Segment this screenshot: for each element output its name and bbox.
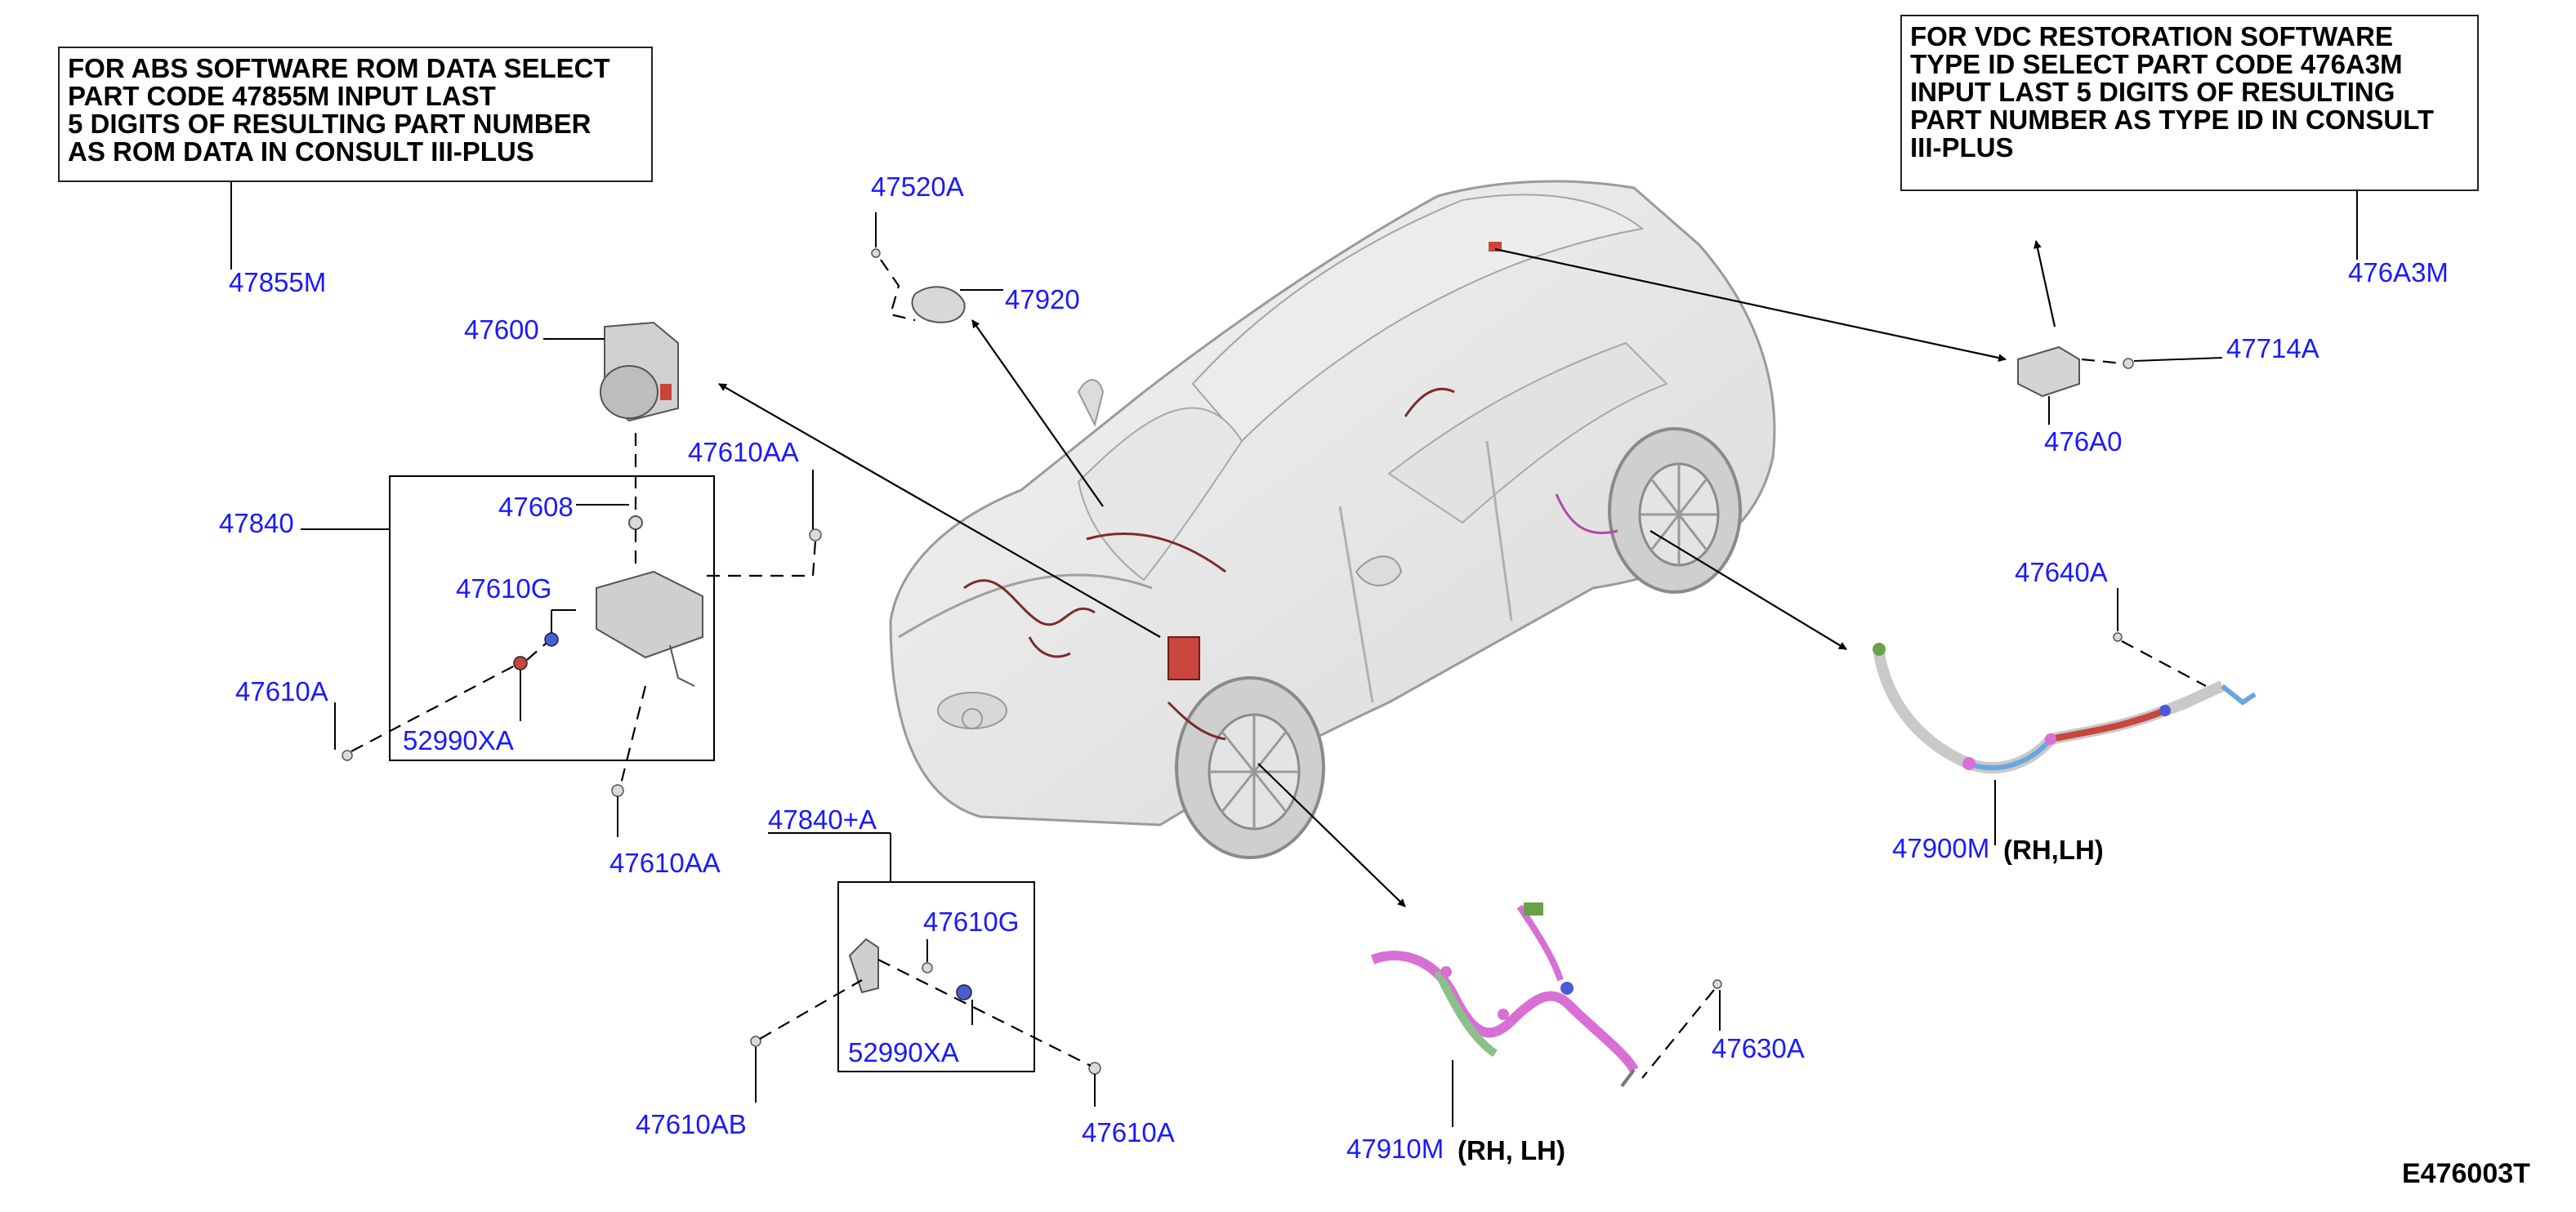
- abs-actuator-group: [301, 321, 822, 837]
- screw-47520A: [871, 248, 881, 258]
- car-rear-mirror: [1077, 379, 1105, 427]
- callout-47520A: 47520A: [871, 172, 964, 202]
- callout-52990XA-lower: 52990XA: [848, 1037, 959, 1067]
- vdc-type-id-note: FOR VDC RESTORATION SOFTWARE TYPE ID SEL…: [1900, 15, 2479, 191]
- roof-harness: [1404, 387, 1455, 417]
- clip-47630A: [1712, 979, 1722, 989]
- callout-47630A: 47630A: [1712, 1033, 1805, 1063]
- callout-47910M: 47910M: [1346, 1134, 1444, 1164]
- abs-bracket-part: [596, 570, 703, 687]
- lower-bracket-frame: [837, 881, 1035, 1072]
- car-mirror: [1355, 555, 1403, 586]
- abs-rom-note: FOR ABS SOFTWARE ROM DATA SELECT PART CO…: [58, 47, 653, 182]
- arrow-to-actuator: [718, 383, 1161, 638]
- bolt-47610AA-bottom: [611, 784, 624, 797]
- callout-47610A-lower: 47610A: [1082, 1117, 1175, 1147]
- bolt-47610AA-top: [809, 528, 822, 541]
- front-wheel-harness: [1167, 701, 1226, 741]
- car-side-windows: [1387, 341, 1668, 524]
- car-headlight: [937, 692, 1007, 729]
- car-windshield: [1077, 407, 1243, 581]
- callout-47900M: 47900M: [1892, 833, 1989, 863]
- callout-476A3M: 476A3M: [2348, 257, 2449, 287]
- bolt-47610G: [544, 632, 559, 647]
- callout-47900M-suffix: (RH,LH): [2003, 835, 2104, 865]
- callout-47910M-suffix: (RH, LH): [1458, 1135, 1565, 1165]
- rear-harness-part: [1873, 652, 2225, 774]
- rear-wheel: [1608, 427, 1742, 594]
- bolt-47610A-lower: [1088, 1062, 1101, 1075]
- callout-47855M: 47855M: [229, 267, 326, 297]
- callout-47610G: 47610G: [456, 573, 551, 604]
- steering-sensor-part: [911, 286, 966, 323]
- abs-actuator-part: [600, 321, 679, 422]
- callout-47920: 47920: [1005, 284, 1080, 314]
- rear-wheel-harness: [1555, 493, 1618, 535]
- yaw-sensor-group: [2017, 240, 2223, 425]
- bolt-52990XA: [513, 656, 528, 671]
- arrow-to-rear-harness: [1650, 530, 1847, 650]
- car-emblem: [962, 708, 983, 729]
- arrow-to-yaw-sensor: [1494, 247, 2007, 362]
- callout-47610A-left: 47610A: [235, 676, 328, 706]
- callout-47610AB: 47610AB: [636, 1109, 747, 1139]
- diagram-reference-code: E476003T: [2402, 1158, 2530, 1189]
- car-body: [889, 180, 1776, 827]
- bolt-47610G-lower: [922, 962, 933, 974]
- front-harness-part: [1370, 951, 1639, 1073]
- lower-bracket-group: [750, 832, 1101, 1107]
- bolt-52990XA-lower: [956, 984, 972, 1000]
- front-harness-group: [1370, 902, 1722, 1127]
- car-hood-line: [898, 573, 1153, 639]
- bolt-47714A: [2123, 358, 2134, 369]
- callout-47840A: 47840+A: [768, 804, 877, 835]
- callout-476A0: 476A0: [2044, 426, 2122, 457]
- steering-sensor-group: [871, 212, 1003, 323]
- yaw-sensor-part: [2017, 345, 2080, 398]
- car-door-line: [1338, 440, 1513, 703]
- cowl-harness: [1086, 532, 1226, 573]
- arrow-to-front-harness: [1257, 763, 1406, 907]
- arrow-to-steering-sensor: [971, 319, 1104, 507]
- abs-actuator-in-car: [1167, 636, 1200, 680]
- callout-47600: 47600: [464, 314, 539, 345]
- vehicle-illustration: [889, 180, 1776, 859]
- clip-47640A: [2113, 632, 2123, 642]
- grommet-47608: [628, 515, 643, 530]
- rear-harness-group: [1873, 588, 2257, 845]
- bolt-47610AB: [750, 1036, 761, 1047]
- callout-47840: 47840: [219, 508, 294, 538]
- lower-bracket-part: [848, 938, 879, 994]
- abs-bracket-frame: [389, 475, 715, 761]
- bolt-47610A-left: [342, 750, 353, 761]
- front-wheel: [1175, 676, 1325, 859]
- callout-47610AA-top: 47610AA: [688, 437, 799, 467]
- callout-52990XA: 52990XA: [403, 725, 514, 755]
- callout-47610AA-bottom: 47610AA: [609, 848, 721, 878]
- callout-47640A: 47640A: [2015, 557, 2108, 587]
- callout-47714A: 47714A: [2226, 333, 2319, 363]
- callout-47608: 47608: [498, 492, 574, 522]
- engine-bay-harness: [963, 579, 1096, 658]
- callout-47610G-lower: 47610G: [923, 907, 1019, 937]
